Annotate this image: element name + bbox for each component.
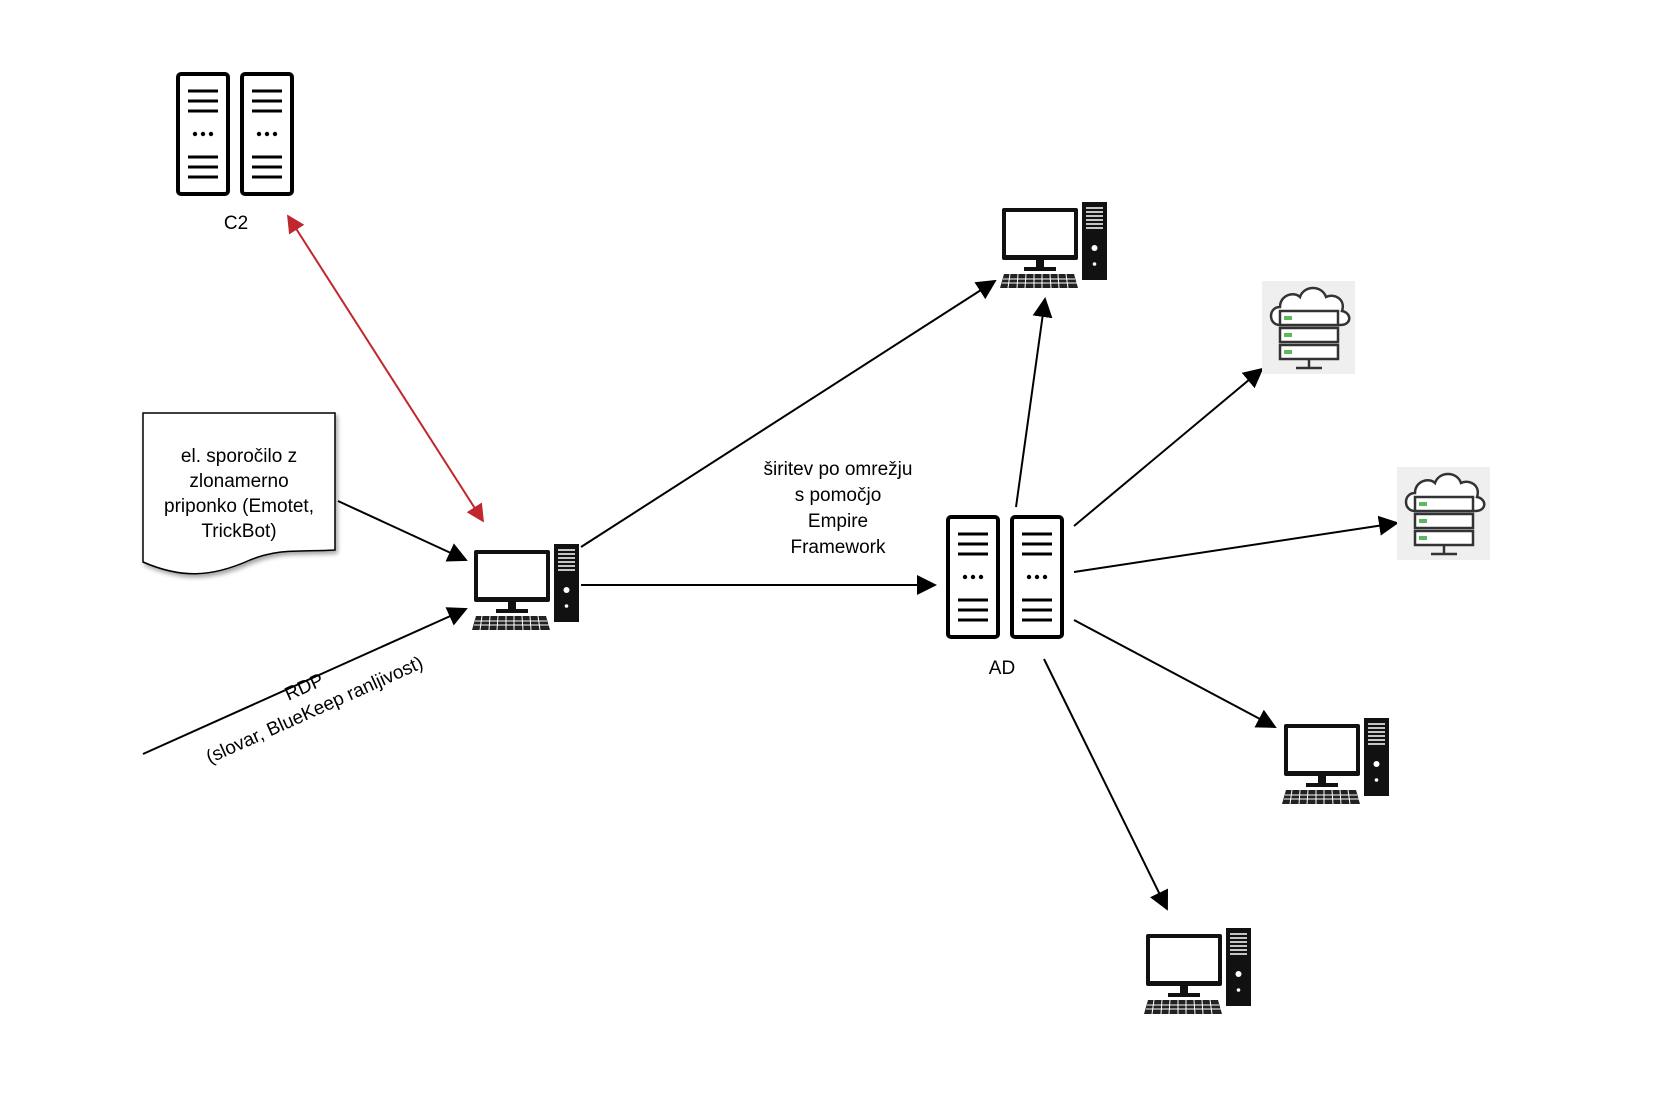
right-workstation-node (1281, 717, 1390, 805)
cloud-server-1-node (1260, 279, 1357, 376)
bottom-workstation-node (1143, 927, 1252, 1015)
document-icon (142, 412, 336, 575)
rdp-label: RDP (slovar, BlueKeep ranljivost) (203, 653, 426, 769)
ad-to-right-workstation-arrow (1073, 619, 1277, 728)
c2-server-node: C2 (176, 72, 294, 234)
rdp-label-line-2: (slovar, BlueKeep ranljivost) (203, 653, 426, 769)
spread-label-line-2: s pomočjo (795, 485, 882, 506)
cloud-server-icon (1395, 465, 1492, 562)
spread-label-line-3: Empire (808, 511, 868, 532)
desktop-computer-icon (999, 201, 1108, 289)
spread-label-line-4: Framework (790, 537, 886, 558)
cloud-server-icon (1260, 279, 1357, 376)
top-workstation-node (999, 201, 1108, 289)
email-to-entry-arrow (337, 500, 468, 562)
c2-label: C2 (224, 213, 248, 234)
desktop-computer-icon (1143, 927, 1252, 1015)
ad-label: AD (989, 658, 1015, 679)
ad-to-top-workstation-arrow (1015, 297, 1053, 508)
desktop-computer-icon (1281, 717, 1390, 805)
document-line-1: el. sporočilo z (181, 446, 297, 467)
ad-server-node: AD (946, 515, 1064, 679)
desktop-computer-icon (471, 543, 580, 631)
document-line-4: TrickBot) (201, 521, 276, 542)
phishing-email-document: el. sporočilo z zlonamerno priponko (Emo… (142, 412, 336, 575)
server-rack-icon (946, 515, 1064, 639)
server-rack-icon (176, 72, 294, 196)
cloud-server-2-node (1395, 465, 1492, 562)
rdp-arrow (142, 607, 468, 755)
spread-label-line-1: širitev po omrežju (764, 459, 913, 480)
entry-workstation-node (471, 543, 580, 631)
ad-to-cloud-server-2-arrow (1073, 515, 1399, 573)
ad-to-bottom-workstation-arrow (1043, 658, 1169, 911)
ad-to-cloud-server-1-arrow (1073, 367, 1264, 527)
spread-label: širitev po omrežju s pomočjo Empire Fram… (764, 459, 913, 558)
document-line-3: priponko (Emotet, (164, 496, 314, 517)
document-line-2: zlonamerno (189, 471, 288, 492)
c2-connection (287, 214, 484, 523)
entry-to-top-workstation-arrow (580, 279, 997, 548)
